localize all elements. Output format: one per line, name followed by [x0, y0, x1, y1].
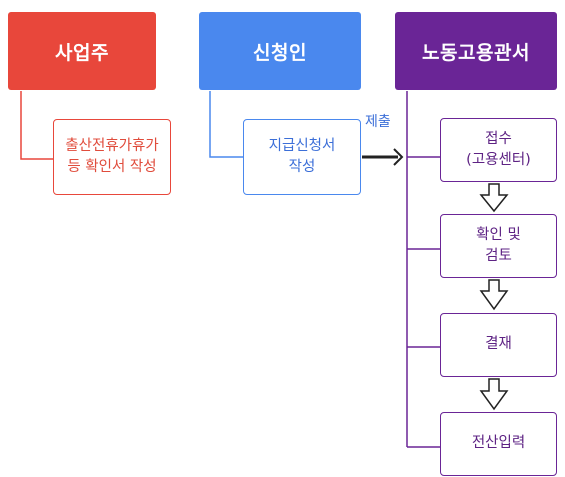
submit-arrowhead — [393, 148, 404, 166]
employer-task-text: 출산전휴가휴가 등 확인서 작성 — [65, 137, 159, 175]
applicant-task-text: 지급신청서 작성 — [268, 137, 336, 175]
office-header: 노동고용관서 — [395, 12, 557, 90]
employer-connector — [20, 91, 53, 160]
office-step-text: 결재 — [485, 336, 512, 353]
down-arrow-icon — [479, 279, 509, 311]
office-step-receipt: 접수 (고용센터) — [440, 118, 557, 182]
office-step-text: 전산입력 — [471, 435, 526, 452]
down-arrow-icon — [479, 183, 509, 213]
applicant-header: 신청인 — [199, 12, 361, 90]
submit-label: 제출 — [365, 114, 391, 130]
employer-task-box: 출산전휴가휴가 등 확인서 작성 — [53, 119, 171, 195]
applicant-task-box: 지급신청서 작성 — [243, 119, 361, 195]
office-step-entry: 전산입력 — [440, 412, 557, 476]
applicant-connector — [209, 91, 243, 158]
office-step-review: 확인 및 검토 — [440, 214, 557, 278]
office-step-approval: 결재 — [440, 313, 557, 377]
employer-header: 사업주 — [8, 12, 156, 90]
office-step-text: 확인 및 검토 — [476, 226, 521, 264]
down-arrow-icon — [479, 378, 509, 411]
office-step-text: 접수 (고용센터) — [466, 130, 531, 168]
